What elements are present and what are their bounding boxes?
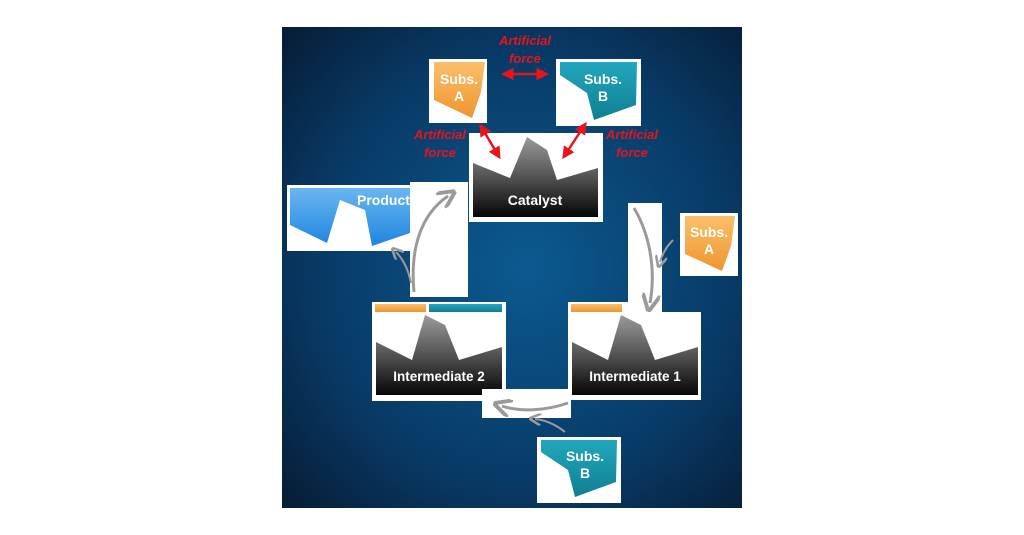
force-label-left-line1: Artificial bbox=[413, 127, 466, 142]
background-panel bbox=[282, 27, 742, 508]
subs-a-binding-arrow bbox=[660, 239, 674, 262]
force-label-right-line1: Artificial bbox=[605, 127, 658, 142]
product-label: Product bbox=[357, 192, 410, 208]
product-release-arrow bbox=[396, 252, 412, 284]
cycle-arrow-to-catalyst bbox=[411, 196, 448, 293]
bound-subs-a-bar bbox=[571, 304, 622, 312]
subs-b-label-line1: Subs. bbox=[584, 71, 622, 87]
force-label-top-line1: Artificial bbox=[498, 33, 551, 48]
intermediate-1: Intermediate 1 bbox=[568, 302, 701, 400]
subs-b-bottom-label-line2: B bbox=[580, 465, 590, 481]
bound-subs-b-bar bbox=[429, 304, 502, 312]
force-label-right-line2: force bbox=[616, 145, 648, 160]
substrate-a-top: Subs. A bbox=[429, 59, 487, 123]
cycle-arrow-to-intermediate-2 bbox=[502, 403, 569, 410]
arrow-backdrop-bottom bbox=[482, 389, 571, 418]
force-label-top-line2: force bbox=[509, 51, 541, 66]
substrate-a-right: Subs. A bbox=[680, 213, 738, 276]
substrate-b-top: Subs. B bbox=[556, 59, 641, 126]
substrate-b-bottom: Subs. B bbox=[537, 437, 621, 503]
subs-b-bottom-label-line1: Subs. bbox=[566, 448, 604, 464]
subs-b-binding-arrow bbox=[535, 419, 566, 433]
subs-a-right-label-line2: A bbox=[704, 241, 714, 257]
subs-a-label-line2: A bbox=[454, 88, 464, 104]
intermediate-2-label: Intermediate 2 bbox=[393, 369, 485, 384]
cycle-arrow-to-intermediate-1 bbox=[632, 207, 652, 303]
subs-b-label-line2: B bbox=[598, 88, 608, 104]
subs-a-label-line1: Subs. bbox=[440, 71, 478, 87]
artificial-force-arrow-left bbox=[479, 123, 501, 160]
arrow-backdrop-right bbox=[628, 203, 662, 313]
catalyst-label: Catalyst bbox=[508, 192, 563, 208]
intermediate-2: Intermediate 2 bbox=[372, 302, 506, 401]
catalyst: Catalyst bbox=[469, 133, 603, 222]
subs-a-right-label-line1: Subs. bbox=[690, 224, 728, 240]
artificial-force-arrow-right bbox=[562, 121, 587, 160]
intermediate-1-label: Intermediate 1 bbox=[589, 369, 681, 384]
bound-subs-a-bar bbox=[375, 304, 426, 312]
product: Product bbox=[287, 185, 410, 251]
force-label-left-line2: force bbox=[424, 145, 456, 160]
